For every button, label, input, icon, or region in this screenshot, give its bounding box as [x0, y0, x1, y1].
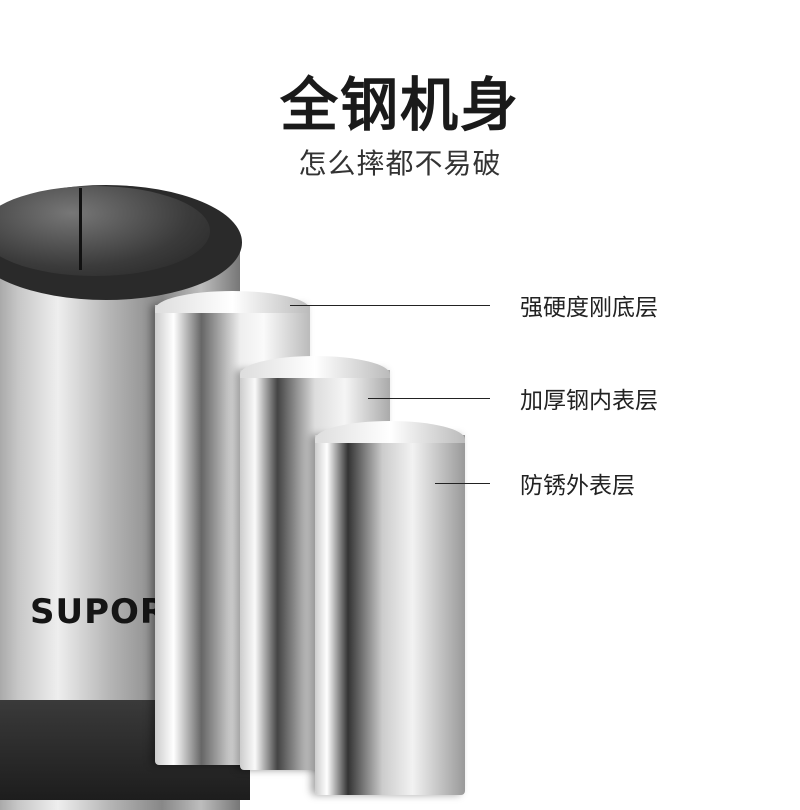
- layer-label: 加厚钢内表层: [520, 388, 658, 414]
- steel-layer-outer: [315, 421, 465, 795]
- layer-label: 强硬度刚底层: [520, 295, 658, 321]
- brand-logo: SUPOR: [30, 592, 168, 632]
- layer-label: 防锈外表层: [520, 473, 635, 499]
- callout-line: [368, 398, 490, 399]
- page-subtitle: 怎么摔都不易破: [298, 147, 502, 180]
- callout-line: [290, 305, 490, 306]
- lid-divider: [79, 188, 82, 270]
- page-title: 全钢机身: [279, 71, 520, 139]
- appliance-lid-buttons: [0, 186, 210, 276]
- callout-line: [435, 483, 490, 484]
